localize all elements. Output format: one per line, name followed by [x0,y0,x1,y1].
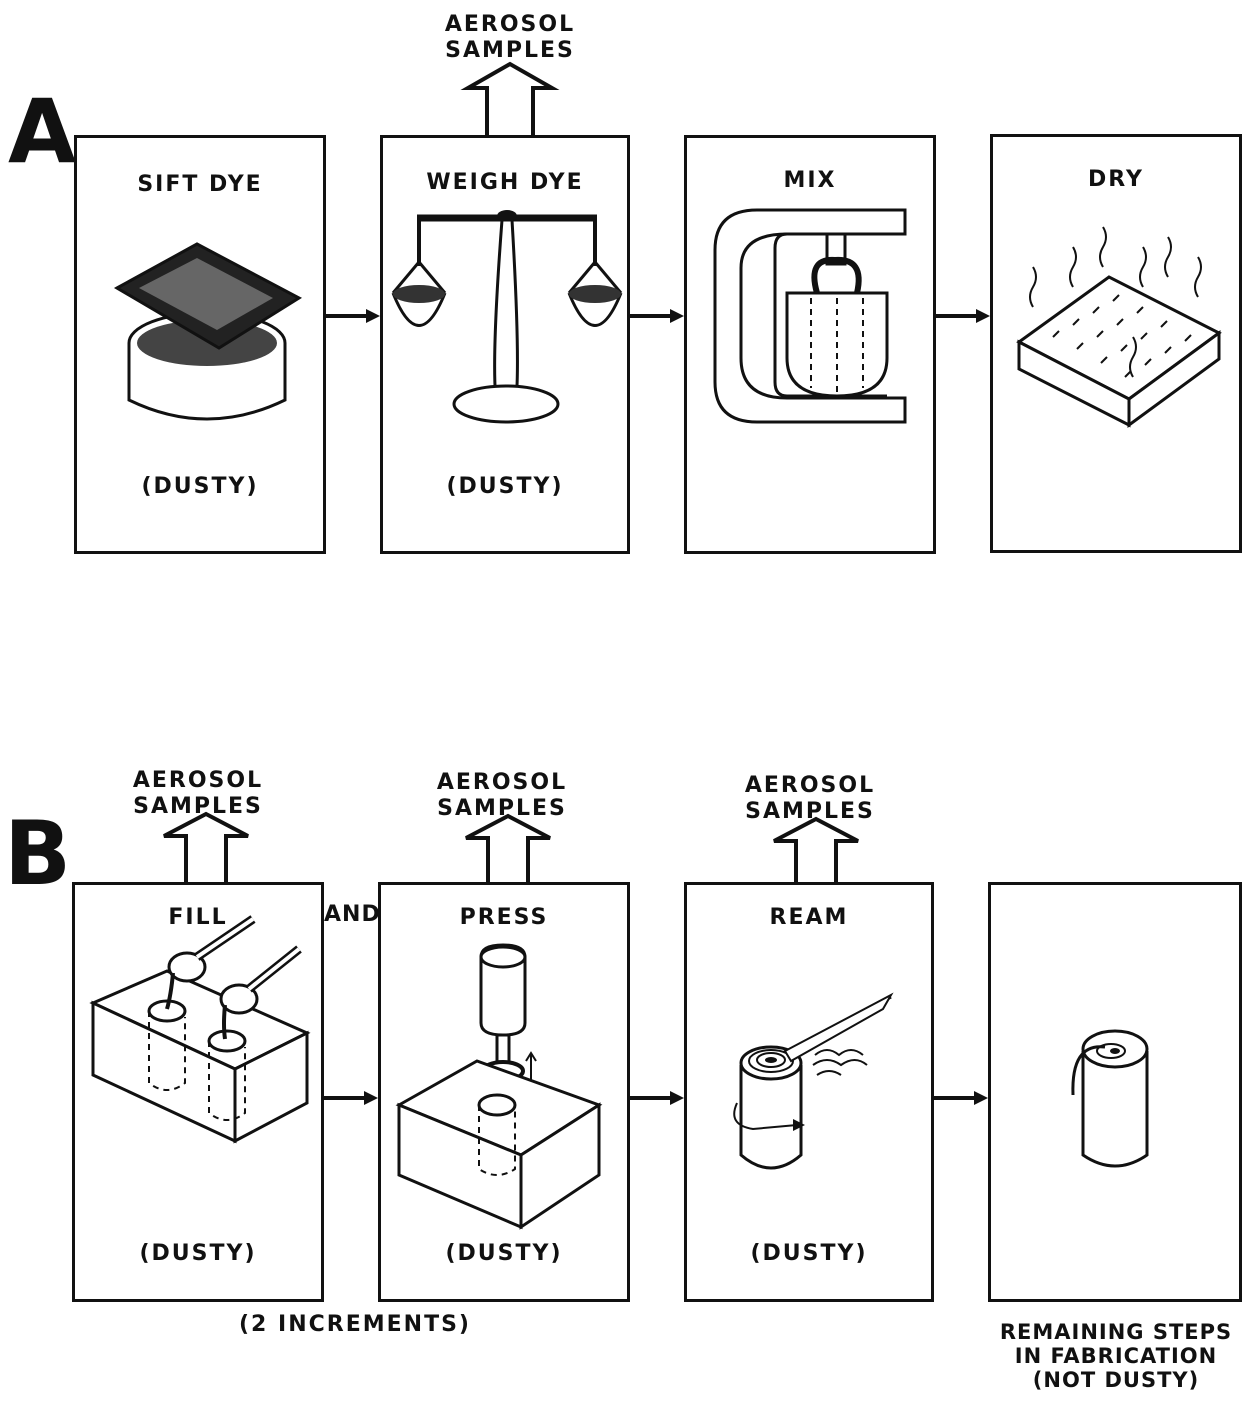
step-title: MIX [783,168,837,193]
remaining-line1: REMAINING STEPS [999,1320,1233,1344]
dusty-note: (DUSTY) [141,474,259,499]
step-dry: DRY [990,134,1242,553]
step-weigh-dye: WEIGH DYE (DUSTY) [380,135,630,554]
flow-arrow-icon [630,1091,684,1105]
aerosol-samples-label-b2: AEROSOL SAMPLES [432,772,572,820]
aerosol-line2: SAMPLES [445,38,575,63]
aerosol-samples-label-b1: AEROSOL SAMPLES [128,770,268,818]
panel-b-label: B [4,802,72,905]
aerosol-line1: AEROSOL [132,768,264,793]
dusty-note: (DUSTY) [750,1241,868,1266]
step-title: WEIGH DYE [426,170,584,195]
step-mix: MIX [684,135,936,554]
aerosol-line1: AEROSOL [436,770,568,795]
aerosol-samples-label-b3: AEROSOL SAMPLES [740,775,880,823]
and-connector: AND [324,902,381,927]
up-arrow-icon [460,61,560,136]
flow-arrow-icon [934,1091,988,1105]
drying-tray-icon [1016,226,1222,428]
pellet-with-fuse-icon [1071,1029,1149,1168]
aerosol-samples-label-a: AEROSOL SAMPLES [440,14,580,62]
up-arrow-icon [465,813,551,884]
dusty-note: (DUSTY) [446,474,564,499]
ream-icon [733,992,894,1170]
step-title: DRY [1088,167,1144,192]
flow-arrow-icon [324,1091,378,1105]
aerosol-line2: SAMPLES [437,796,567,821]
aerosol-line1: AEROSOL [744,773,876,798]
up-arrow-icon [163,811,249,882]
step-press: PRESS (DUSTY) [378,882,630,1302]
step-sift-dye: SIFT DYE (DUSTY) [74,135,326,554]
dusty-note: (DUSTY) [139,1241,257,1266]
balance-scale-icon [391,210,623,424]
dusty-note: (DUSTY) [445,1241,563,1266]
remaining-line3: (NOT DUSTY) [1032,1368,1200,1392]
press-icon [395,943,603,1230]
flow-arrow-icon [326,309,380,323]
remaining-steps-note: REMAINING STEPS IN FABRICATION (NOT DUST… [980,1322,1252,1391]
aerosol-line2: SAMPLES [745,799,875,824]
flow-arrow-icon [630,309,684,323]
step-title: SIFT DYE [137,172,263,197]
step-title: PRESS [459,905,549,930]
step-fill: FILL (DUSTY) [72,882,324,1302]
fill-mold-icon [89,915,311,1144]
step-finished-pellet [988,882,1242,1302]
flow-arrow-icon [936,309,990,323]
up-arrow-icon [773,816,859,887]
increments-note: (2 INCREMENTS) [239,1312,471,1337]
mixer-icon [713,208,907,424]
panel-a-label: A [8,80,77,183]
aerosol-line2: SAMPLES [133,794,263,819]
remaining-line2: IN FABRICATION [1014,1344,1218,1368]
step-ream: REAM (DUSTY) [684,882,934,1302]
step-title: REAM [769,905,849,930]
aerosol-line1: AEROSOL [444,12,576,37]
step-title: FILL [168,905,228,930]
sieve-over-bowl-icon [113,242,303,421]
